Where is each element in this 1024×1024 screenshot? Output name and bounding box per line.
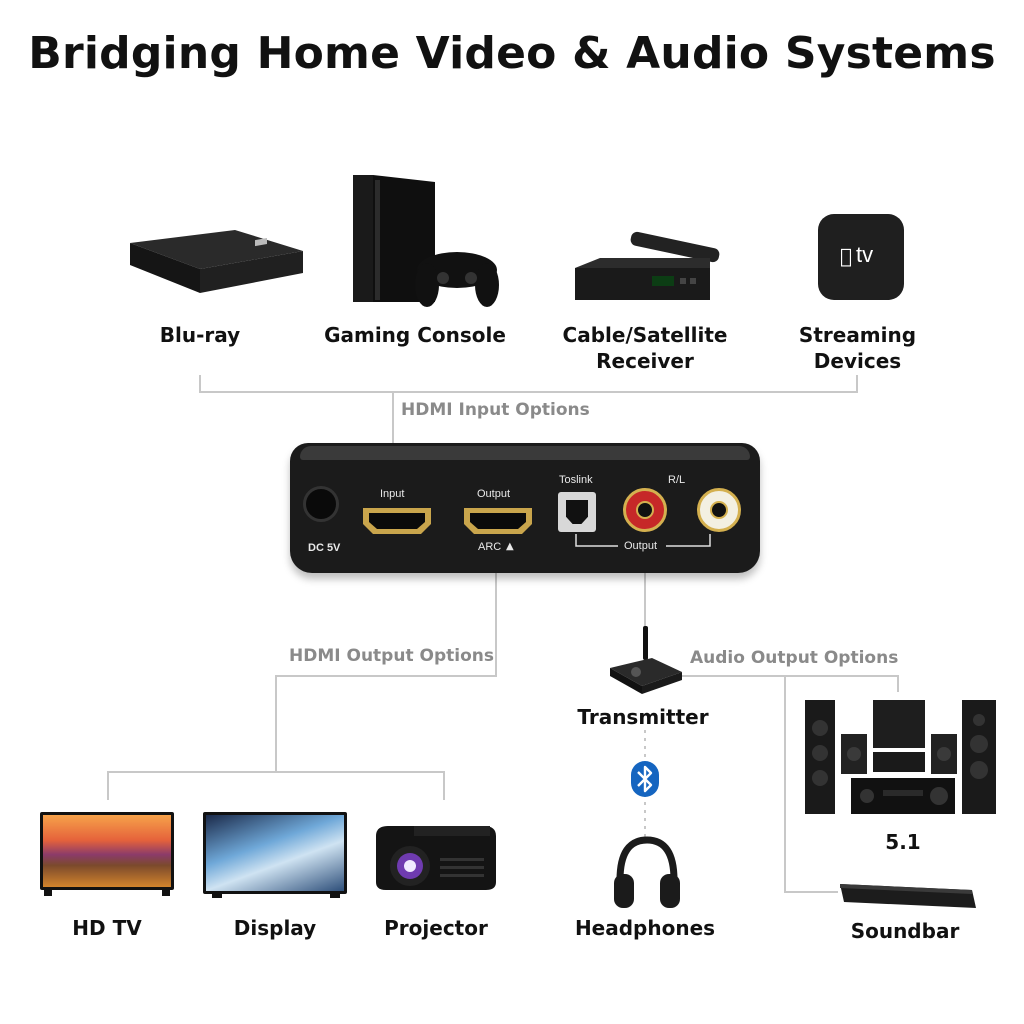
hdmi-output-label-display: Display: [203, 915, 347, 941]
apple-logo-icon: : [840, 244, 852, 268]
toslink-port-label: Toslink: [559, 474, 593, 486]
headphones-image: [610, 834, 684, 912]
hdmi-input-port[interactable]: [361, 506, 433, 536]
input-device-label-gaming-console: Gaming Console: [320, 322, 510, 348]
blu-ray-player-image: [125, 225, 305, 300]
audio-output-options-label: Audio Output Options: [690, 648, 898, 668]
hd-tv-image: [40, 812, 174, 890]
hd-tv-stand: [44, 890, 170, 896]
input-device-label-blu-ray: Blu-ray: [120, 322, 280, 348]
soundbar-image: [836, 878, 980, 918]
hdmi-input-options-label: HDMI Input Options: [401, 400, 590, 420]
audio-output-port-label: Output: [624, 540, 657, 552]
dc-power-jack[interactable]: [303, 486, 339, 522]
rca-red-jack[interactable]: [623, 488, 667, 532]
converter-top-edge: [300, 446, 750, 460]
hdmi-output-label-projector: Projector: [364, 915, 508, 941]
toslink-opening: [566, 500, 588, 524]
surround-speaker-system-image: [805, 698, 997, 818]
projector-image: [370, 822, 502, 894]
hdmi-output-options-label: HDMI Output Options: [289, 646, 494, 666]
hd-tv-screen: [43, 815, 171, 887]
soundbar-label: Soundbar: [840, 918, 970, 944]
rca-white-center: [710, 501, 728, 519]
surround-label: 5.1: [860, 829, 946, 855]
bluetooth-icon: [630, 760, 660, 798]
display-screen: [206, 815, 344, 891]
headphones-label: Headphones: [570, 915, 720, 941]
hdmi-output-label-hd-tv: HD TV: [40, 915, 174, 941]
arc-triangle-icon: ▲: [506, 541, 514, 552]
gaming-console-image: [345, 170, 505, 310]
hdmi-output-port[interactable]: [462, 506, 534, 536]
dc-port-label: DC 5V: [308, 542, 340, 554]
rca-port-label: R/L: [668, 474, 685, 486]
toslink-port[interactable]: [558, 492, 596, 532]
streaming-device-image:  tv: [818, 214, 904, 300]
satellite-receiver-image: [570, 230, 735, 305]
input-device-label-cable-satellite: Cable/Satellite Receiver: [555, 322, 735, 374]
hdmi-input-port-label: Input: [380, 488, 404, 500]
bluetooth-transmitter-image: [606, 624, 686, 696]
display-monitor-image: [203, 812, 347, 894]
display-stand: [212, 894, 340, 898]
input-device-label-streaming: Streaming Devices: [780, 322, 935, 374]
rca-red-center: [636, 501, 654, 519]
rca-white-jack[interactable]: [697, 488, 741, 532]
apple-tv-logo-text: tv: [856, 242, 873, 268]
arc-label: ARC: [478, 541, 501, 553]
transmitter-label: Transmitter: [572, 704, 714, 730]
hdmi-output-port-label: Output: [477, 488, 510, 500]
